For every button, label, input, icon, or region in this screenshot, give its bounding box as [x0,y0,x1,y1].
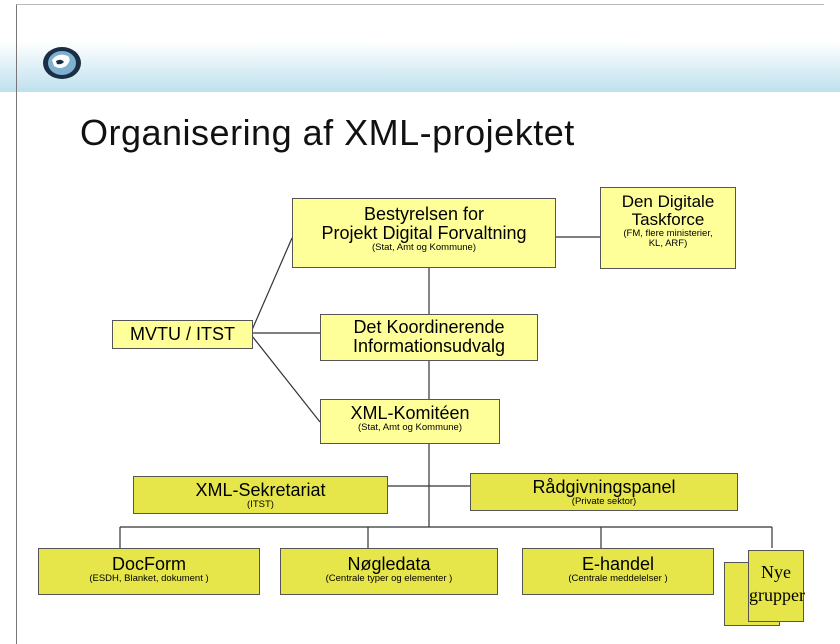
keydata-title: Nøgledata [347,554,431,574]
advisory-panel-subtitle: (Private sektor) [571,495,637,507]
globe-logo-icon [43,47,81,79]
docform-subtitle: (ESDH, Blanket, dokument ) [89,572,209,584]
taskforce-title-line2: Taskforce [631,209,705,229]
new-groups-title: Nye [761,562,791,582]
keydata-box: Nøgledata (Centrale typer og elementer ) [280,548,498,595]
board-title: Bestyrelsen for [363,204,485,224]
board-title-line2: Projekt Digital Forvaltning [321,222,527,243]
taskforce-subtitle-line2: KL, ARF) [648,237,688,249]
mvtu-title: MVTU / ITST [130,324,235,344]
mvtu-box: MVTU / ITST [112,320,253,349]
xml-committee-subtitle: (Stat, Amt og Kommune) [357,421,462,433]
xml-committee-box: XML-Komitéen (Stat, Amt og Kommune) [320,399,500,444]
board-box: Bestyrelsen for Projekt Digital Forvaltn… [292,198,556,268]
new-groups-title-line2: grupper [749,584,805,605]
taskforce-box: Den Digitale Taskforce (FM, flere minist… [600,187,736,269]
ehandel-box: E-handel (Centrale meddelelser ) [522,548,714,595]
xml-secretariat-subtitle: (ITST) [247,498,274,510]
info-committee-title: Det Koordinerende [353,317,505,337]
advisory-panel-title: Rådgivningspanel [532,477,676,497]
keydata-subtitle: (Centrale typer og elementer ) [325,572,453,584]
header-band [0,0,840,92]
advisory-panel-box: Rådgivningspanel (Private sektor) [470,473,738,511]
taskforce-subtitle: (FM, flere ministerier, [623,227,713,239]
xml-secretariat-title: XML-Sekretariat [195,480,326,500]
slide-title: Organisering af XML-projektet [80,112,575,153]
board-subtitle: (Stat, Amt og Kommune) [371,241,476,253]
info-committee-box: Det Koordinerende Informationsudvalg [320,314,538,361]
xml-committee-title: XML-Komitéen [350,403,470,423]
docform-title: DocForm [111,554,186,574]
ehandel-title: E-handel [581,554,655,574]
docform-box: DocForm (ESDH, Blanket, dokument ) [38,548,260,595]
ehandel-subtitle: (Centrale meddelelser ) [568,572,668,584]
info-committee-title-line2: Informationsudvalg [352,335,506,356]
xml-secretariat-box: XML-Sekretariat (ITST) [133,476,388,514]
taskforce-title: Den Digitale [621,192,715,211]
slide-frame [16,4,824,644]
new-groups-box: Nye grupper [748,550,805,622]
